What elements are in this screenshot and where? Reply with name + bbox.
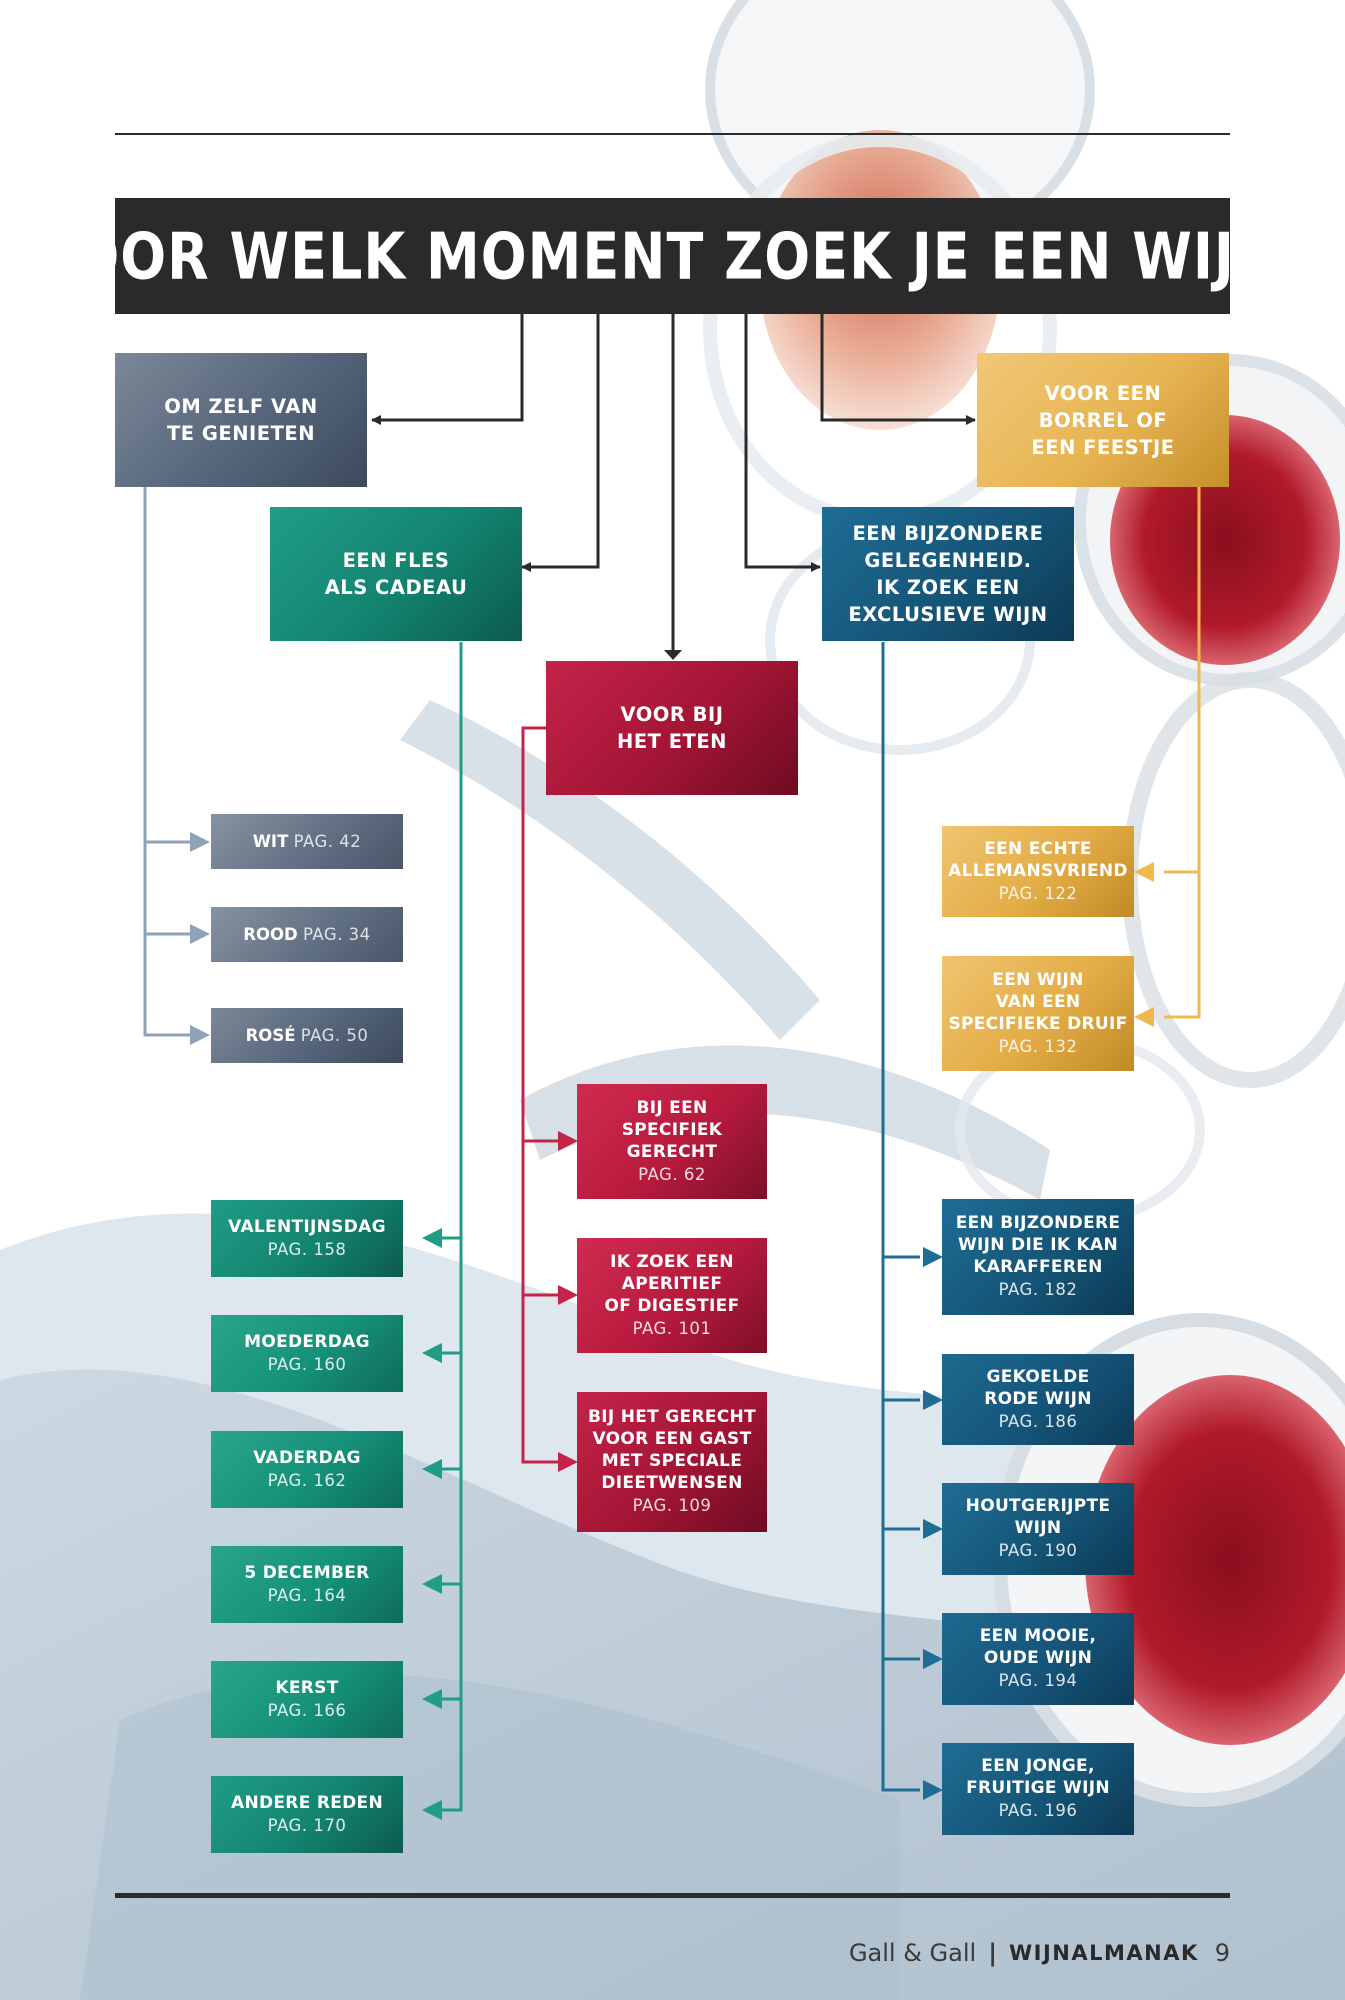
party-item-page: PAG. 132 bbox=[998, 1036, 1078, 1056]
gift-item-valentijnsdag[interactable]: VALENTIJNSDAG PAG. 158 bbox=[211, 1200, 403, 1277]
party-item-label: EEN ECHTE ALLEMANSVRIEND bbox=[948, 838, 1128, 881]
self-item-page: PAG. 34 bbox=[303, 924, 371, 944]
party-item-allemansvriend[interactable]: EEN ECHTE ALLEMANSVRIEND PAG. 122 bbox=[942, 826, 1134, 917]
special-item-label: EEN JONGE, FRUITIGE WIJN bbox=[966, 1756, 1110, 1798]
footer-brand: Gall & Gall bbox=[848, 1939, 977, 1967]
category-party-label: VOOR EEN BORREL OF EEN FEESTJE bbox=[1031, 381, 1175, 459]
gift-item-label: KERST bbox=[275, 1677, 339, 1698]
gift-item-page: PAG. 158 bbox=[267, 1239, 347, 1259]
title-banner: VOOR WELK MOMENT ZOEK JE EEN WIJN? bbox=[31, 198, 1313, 314]
self-item-wit[interactable]: WIT PAG. 42 bbox=[211, 814, 403, 869]
category-special-label: EEN BIJZONDERE GELEGENHEID. IK ZOEK EEN … bbox=[848, 522, 1048, 626]
category-food-label: VOOR BIJ HET ETEN bbox=[617, 703, 727, 753]
food-item-label: BIJ EEN SPECIFIEK GERECHT bbox=[621, 1097, 723, 1162]
top-rule bbox=[115, 133, 1230, 135]
gift-item-label: VADERDAG bbox=[253, 1447, 361, 1468]
gift-item-page: PAG. 160 bbox=[267, 1354, 347, 1374]
self-item-page: PAG. 42 bbox=[293, 831, 362, 851]
special-item-karafferen[interactable]: EEN BIJZONDERE WIJN DIE IK KAN KARAFFERE… bbox=[942, 1199, 1134, 1315]
self-item-label: ROOD bbox=[243, 924, 298, 944]
gift-item-label: ANDERE REDEN bbox=[231, 1792, 383, 1813]
special-item-houtgerijpte-wijn[interactable]: HOUTGERIJPTE WIJN PAG. 190 bbox=[942, 1483, 1134, 1575]
gift-item-andere-reden[interactable]: ANDERE REDEN PAG. 170 bbox=[211, 1776, 403, 1853]
category-gift-label: EEN FLES ALS CADEAU bbox=[324, 549, 468, 599]
footer-magazine-title: WIJNALMANAK bbox=[1008, 1941, 1199, 1965]
special-item-page: PAG. 190 bbox=[998, 1541, 1078, 1560]
food-item-page: PAG. 101 bbox=[632, 1318, 712, 1338]
special-item-gekoelde-rode-wijn[interactable]: GEKOELDE RODE WIJN PAG. 186 bbox=[942, 1354, 1134, 1445]
food-item-label: BIJ HET GERECHT VOOR EEN GAST MET SPECIA… bbox=[588, 1407, 756, 1493]
special-item-label: HOUTGERIJPTE WIJN bbox=[965, 1496, 1111, 1538]
gift-item-5-december[interactable]: 5 DECEMBER PAG. 164 bbox=[211, 1546, 403, 1623]
gift-item-label: 5 DECEMBER bbox=[244, 1562, 370, 1583]
gift-item-label: MOEDERDAG bbox=[244, 1331, 370, 1352]
special-item-page: PAG. 194 bbox=[998, 1671, 1078, 1690]
gift-item-kerst[interactable]: KERST PAG. 166 bbox=[211, 1661, 403, 1738]
food-item-aperitief[interactable]: IK ZOEK EEN APERITIEF OF DIGESTIEF PAG. … bbox=[577, 1238, 767, 1353]
special-item-label: EEN BIJZONDERE WIJN DIE IK KAN KARAFFERE… bbox=[955, 1213, 1121, 1277]
page-footer: Gall & Gall | WIJNALMANAK 9 bbox=[849, 1936, 1230, 1970]
party-item-label: EEN WIJN VAN EEN SPECIFIEKE DRUIF bbox=[948, 969, 1128, 1034]
footer-separator: | bbox=[988, 1939, 997, 1967]
category-food[interactable]: VOOR BIJ HET ETEN bbox=[546, 661, 798, 795]
food-item-dieetwensen[interactable]: BIJ HET GERECHT VOOR EEN GAST MET SPECIA… bbox=[577, 1392, 767, 1532]
category-gift[interactable]: EEN FLES ALS CADEAU bbox=[270, 507, 522, 641]
special-item-page: PAG. 196 bbox=[998, 1801, 1078, 1820]
category-self-label: OM ZELF VAN TE GENIETEN bbox=[164, 395, 318, 445]
page-title: VOOR WELK MOMENT ZOEK JE EEN WIJN? bbox=[31, 218, 1314, 294]
special-item-oude-wijn[interactable]: EEN MOOIE, OUDE WIJN PAG. 194 bbox=[942, 1613, 1134, 1705]
party-item-specifieke-druif[interactable]: EEN WIJN VAN EEN SPECIFIEKE DRUIF PAG. 1… bbox=[942, 956, 1134, 1071]
bottom-rule bbox=[115, 1893, 1230, 1898]
food-item-label: IK ZOEK EEN APERITIEF OF DIGESTIEF bbox=[604, 1251, 740, 1316]
food-item-page: PAG. 62 bbox=[638, 1164, 706, 1184]
gift-item-moederdag[interactable]: MOEDERDAG PAG. 160 bbox=[211, 1315, 403, 1392]
category-self[interactable]: OM ZELF VAN TE GENIETEN bbox=[115, 353, 367, 487]
special-item-label: GEKOELDE RODE WIJN bbox=[984, 1366, 1092, 1409]
category-party[interactable]: VOOR EEN BORREL OF EEN FEESTJE bbox=[977, 353, 1229, 487]
gift-item-page: PAG. 164 bbox=[267, 1585, 347, 1605]
special-item-page: PAG. 182 bbox=[998, 1280, 1078, 1299]
party-item-page: PAG. 122 bbox=[998, 883, 1078, 903]
food-item-page: PAG. 109 bbox=[632, 1496, 712, 1515]
self-item-page: PAG. 50 bbox=[300, 1025, 369, 1045]
special-item-page: PAG. 186 bbox=[998, 1411, 1078, 1431]
gift-item-vaderdag[interactable]: VADERDAG PAG. 162 bbox=[211, 1431, 403, 1508]
page-number: 9 bbox=[1214, 1939, 1230, 1967]
gift-item-page: PAG. 166 bbox=[267, 1700, 347, 1720]
category-special[interactable]: EEN BIJZONDERE GELEGENHEID. IK ZOEK EEN … bbox=[822, 507, 1074, 641]
food-item-specifiek-gerecht[interactable]: BIJ EEN SPECIFIEK GERECHT PAG. 62 bbox=[577, 1084, 767, 1199]
self-item-rood[interactable]: ROOD PAG. 34 bbox=[211, 907, 403, 962]
special-item-label: EEN MOOIE, OUDE WIJN bbox=[979, 1626, 1097, 1668]
gift-item-label: VALENTIJNSDAG bbox=[228, 1216, 386, 1237]
gift-item-page: PAG. 170 bbox=[267, 1815, 347, 1835]
self-item-rose[interactable]: ROSÉ PAG. 50 bbox=[211, 1008, 403, 1063]
gift-item-page: PAG. 162 bbox=[267, 1470, 347, 1490]
self-item-label: ROSÉ bbox=[245, 1025, 296, 1045]
self-item-label: WIT bbox=[252, 831, 289, 851]
special-item-fruitige-wijn[interactable]: EEN JONGE, FRUITIGE WIJN PAG. 196 bbox=[942, 1743, 1134, 1835]
